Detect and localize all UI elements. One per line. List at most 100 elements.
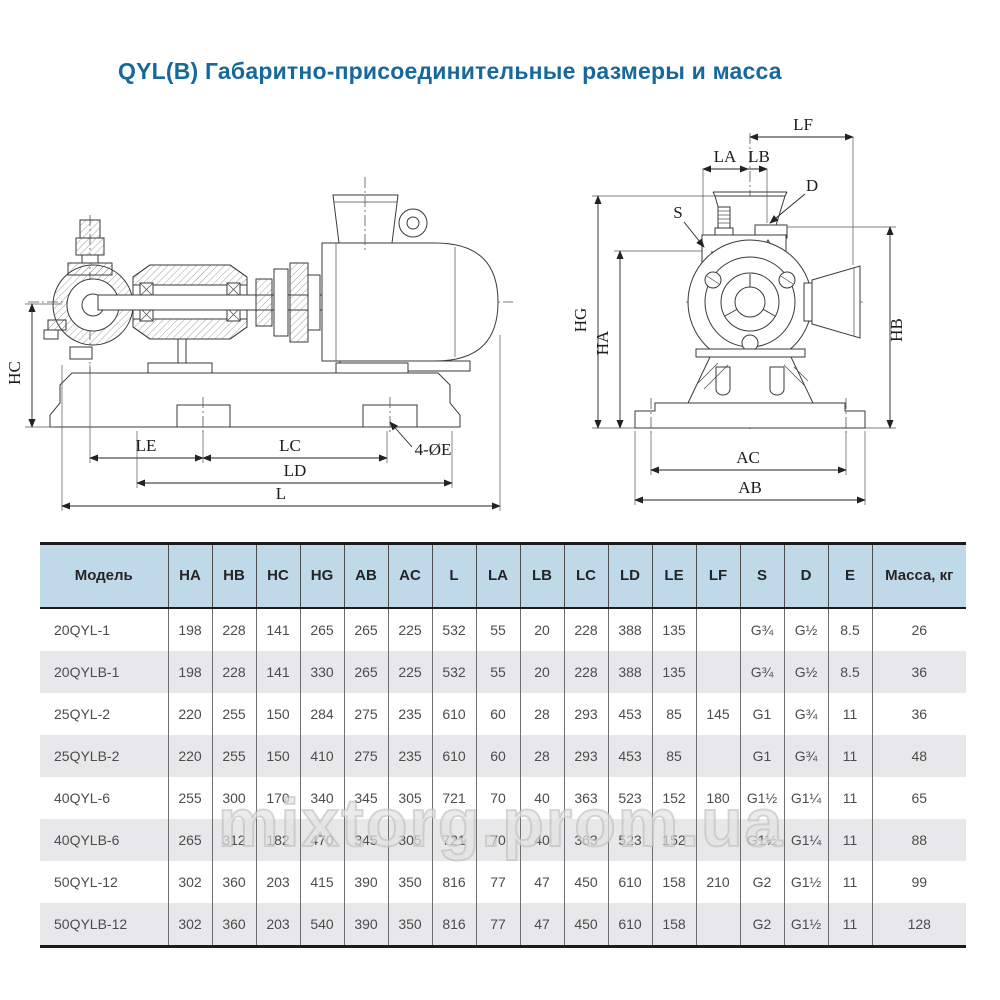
page-title: QYL(B) Габаритно-присоединительные разме…	[118, 58, 782, 84]
table-cell: G½	[783, 651, 828, 693]
front-view-drawing: LF LA LB D S HG HA	[558, 115, 1000, 520]
table-cell: 99	[871, 861, 966, 903]
column-header: LF	[695, 543, 740, 609]
table-cell: 265	[343, 651, 388, 693]
pump-front-assembly	[634, 133, 866, 435]
table-cell: 77	[475, 903, 520, 947]
column-header: LD	[607, 543, 652, 609]
table-cell: G1	[739, 735, 784, 777]
table-cell: 312	[211, 819, 256, 861]
model-cell: 25QYL-2	[54, 706, 111, 722]
table-cell: 305	[387, 819, 432, 861]
table-cell: 360	[211, 903, 256, 947]
table-cell: 198	[167, 651, 212, 693]
column-header: LE	[651, 543, 696, 609]
table-cell: 180	[695, 777, 740, 819]
table-cell: G1½	[739, 819, 784, 861]
table-cell: 210	[695, 861, 740, 903]
table-cell: 28	[519, 735, 564, 777]
table-cell: 145	[695, 693, 740, 735]
table-cell: 235	[387, 693, 432, 735]
table-cell: 450	[563, 903, 608, 947]
table-cell: 152	[651, 819, 696, 861]
table-cell: 150	[255, 693, 300, 735]
table-cell: 235	[387, 735, 432, 777]
column-header: Модель	[40, 543, 168, 609]
table-cell: 26	[871, 608, 966, 651]
table-cell: 170	[255, 777, 300, 819]
table-cell: 360	[211, 861, 256, 903]
pump-assembly	[28, 177, 513, 435]
table-cell: 275	[343, 735, 388, 777]
table-cell: 11	[827, 819, 872, 861]
table-cell: 152	[651, 777, 696, 819]
table-cell	[695, 903, 740, 947]
table-cell: 11	[827, 903, 872, 947]
front-view-dimensions: LF LA LB D S HG HA	[571, 115, 906, 505]
column-header: LC	[563, 543, 608, 609]
table-cell: 150	[255, 735, 300, 777]
table-cell: 721	[431, 819, 476, 861]
table-cell: 182	[255, 819, 300, 861]
column-header: LB	[519, 543, 564, 609]
table-cell: 228	[563, 608, 608, 651]
table-cell: 610	[607, 903, 652, 947]
table-cell: 302	[167, 861, 212, 903]
dim-label-hb: HB	[887, 318, 906, 342]
model-cell: 40QYLB-6	[40, 819, 168, 861]
column-header: L	[431, 543, 476, 609]
table-cell: 450	[563, 861, 608, 903]
model-cell: 50QYL-12	[54, 874, 118, 890]
model-cell: 20QYLB-1	[40, 651, 168, 693]
table-cell: 11	[827, 735, 872, 777]
table-cell: 228	[563, 651, 608, 693]
table-cell: 65	[871, 777, 966, 819]
table-cell: 20	[519, 651, 564, 693]
table-cell: 220	[167, 735, 212, 777]
table-cell: 11	[827, 777, 872, 819]
side-view-drawing: HC LE LC 4-ØE LD L	[0, 115, 560, 520]
table-cell: 36	[871, 693, 966, 735]
column-header: HB	[211, 543, 256, 609]
table-cell: 610	[431, 693, 476, 735]
table-cell: 40	[519, 777, 564, 819]
table-cell: 300	[211, 777, 256, 819]
dim-label-lf: LF	[793, 115, 813, 134]
table-cell: G1½	[739, 777, 784, 819]
table-cell: 255	[211, 735, 256, 777]
table-cell: 453	[607, 735, 652, 777]
table-cell: 141	[255, 608, 300, 651]
table-cell: 60	[475, 693, 520, 735]
table-cell: 415	[299, 861, 344, 903]
table-cell: 28	[519, 693, 564, 735]
table-cell: G¾	[783, 693, 828, 735]
table-cell: G1¼	[783, 777, 828, 819]
table-cell: 77	[475, 861, 520, 903]
column-header: D	[783, 543, 828, 609]
table-cell	[695, 735, 740, 777]
table-cell: 20	[519, 608, 564, 651]
table-cell: 293	[563, 693, 608, 735]
dim-label-lb: LB	[748, 147, 770, 166]
table-cell	[695, 651, 740, 693]
table-cell: 523	[607, 819, 652, 861]
table-cell: 70	[475, 777, 520, 819]
table-cell: G1½	[783, 903, 828, 947]
table-cell: 390	[343, 861, 388, 903]
table-cell: 128	[871, 903, 966, 947]
table-cell: 85	[651, 693, 696, 735]
dim-label-la: LA	[714, 147, 737, 166]
column-header: HA	[167, 543, 212, 609]
table-cell: 8.5	[827, 608, 872, 651]
table-cell: 293	[563, 735, 608, 777]
table-cell: 158	[651, 861, 696, 903]
table-cell: 345	[343, 819, 388, 861]
table-cell: 265	[343, 608, 388, 651]
table-cell: 228	[211, 608, 256, 651]
